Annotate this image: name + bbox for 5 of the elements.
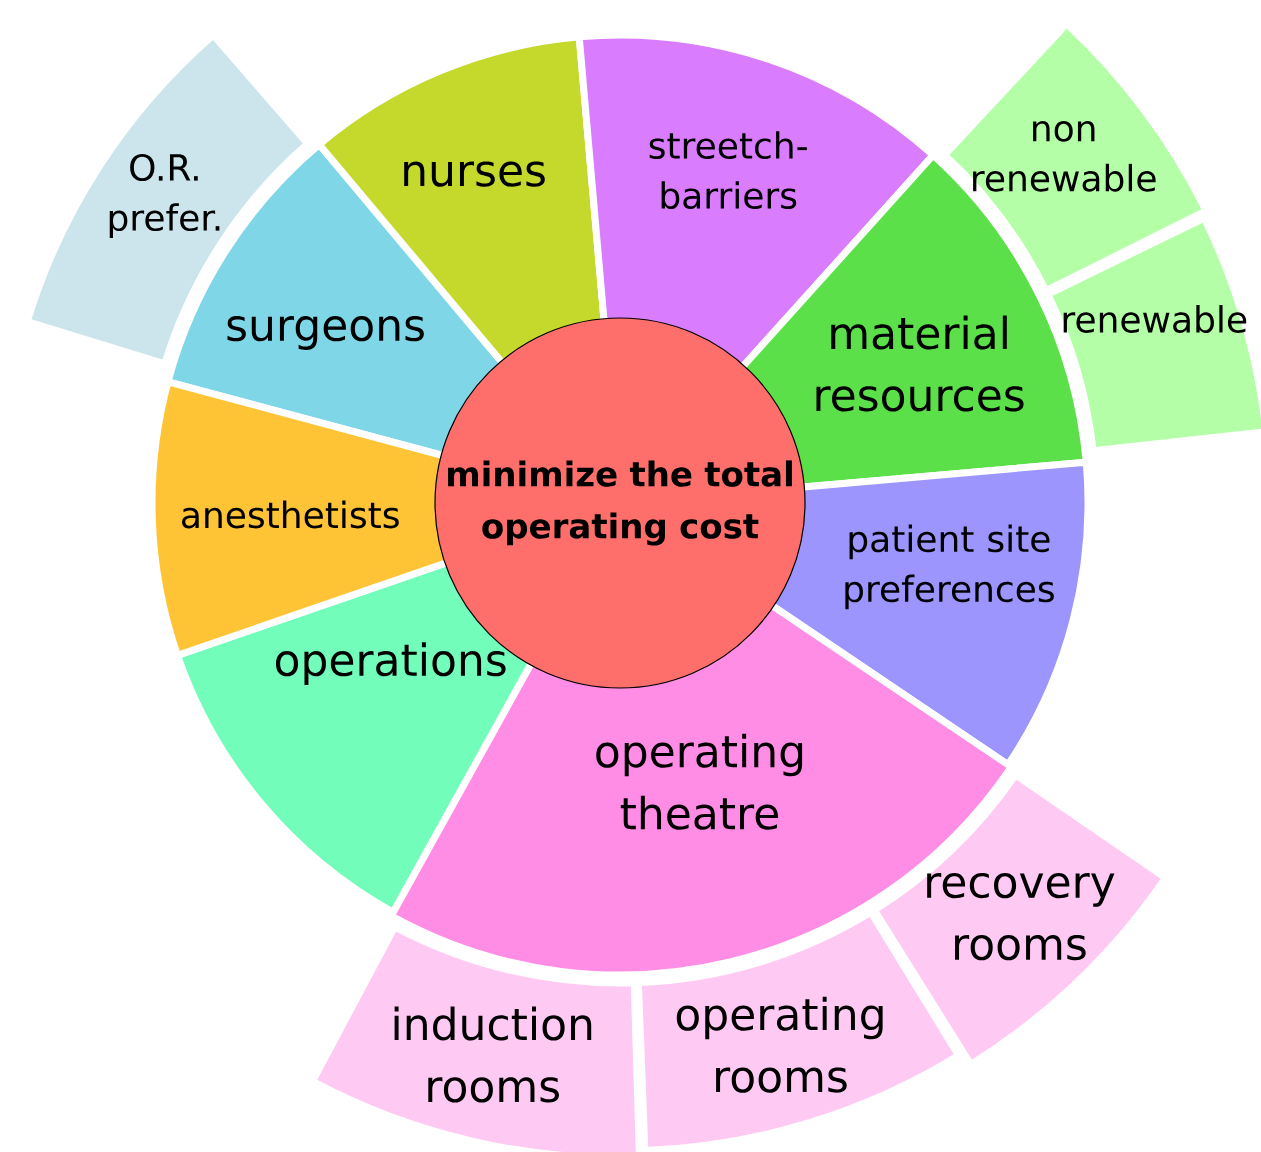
sunburst-segment: induction rooms (309, 923, 643, 1152)
node-label: operating rooms (676, 996, 883, 1093)
sunburst-segment: renewable (1044, 214, 1261, 455)
node-label: non renewable (973, 121, 1156, 192)
node-label: renewable (1063, 305, 1247, 333)
